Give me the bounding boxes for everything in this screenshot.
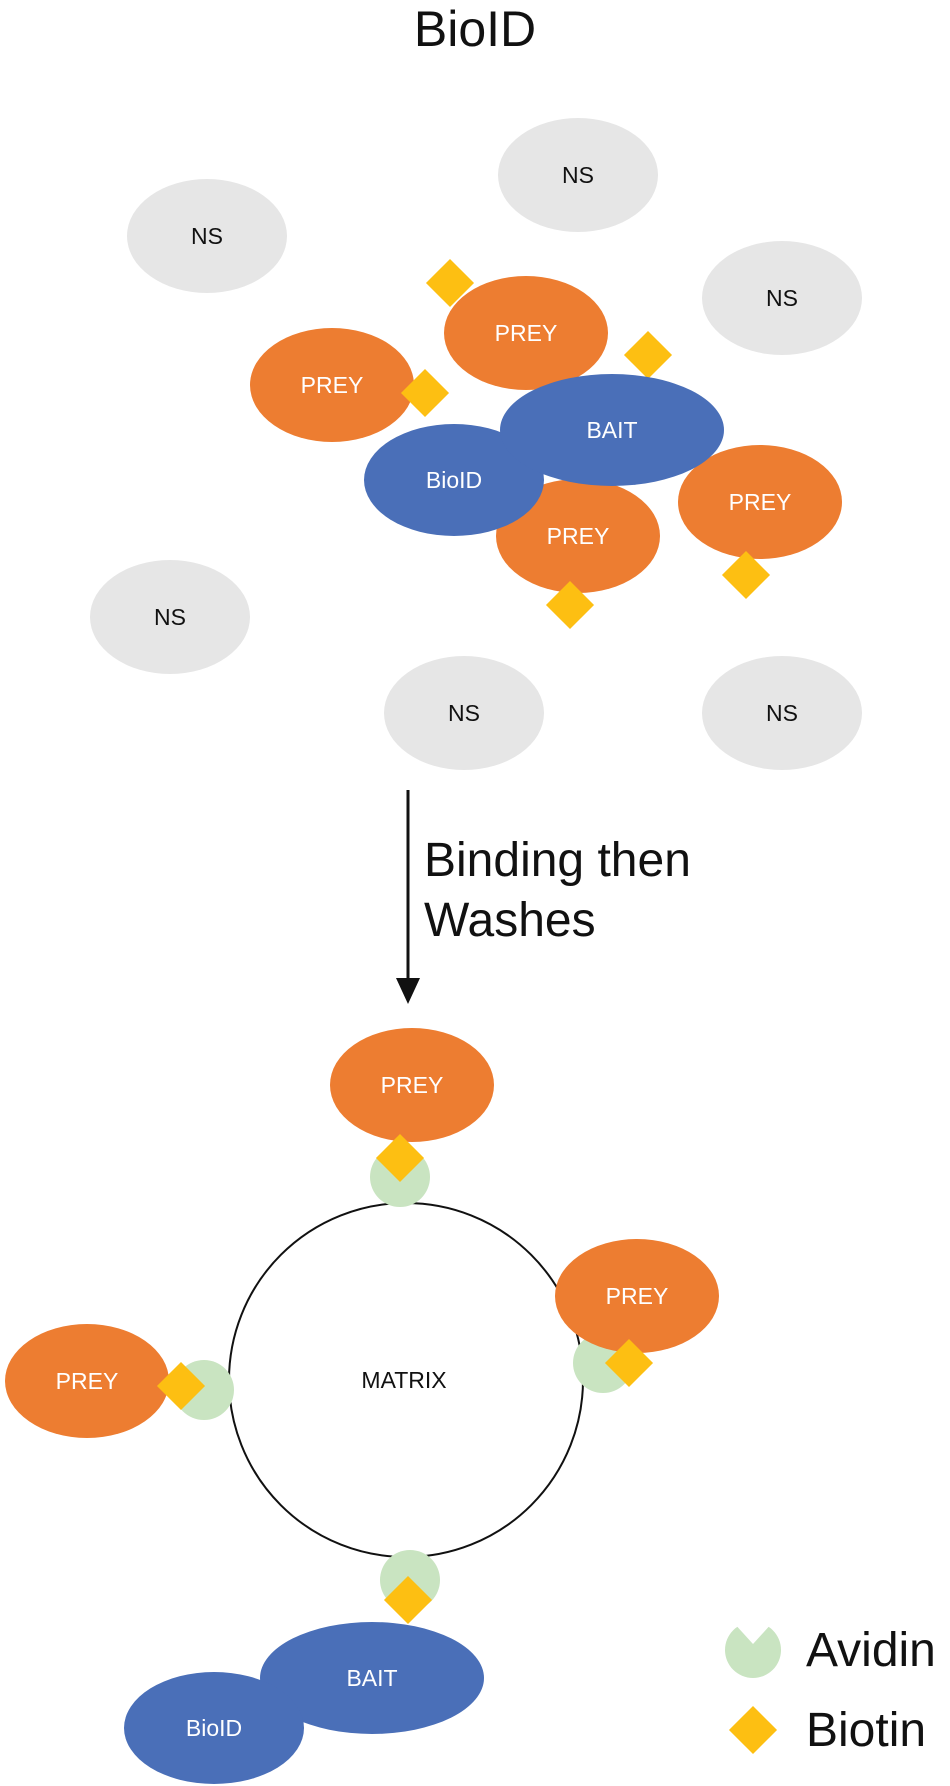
arrow-head	[396, 978, 420, 1004]
prey-protein: PREY	[555, 1239, 719, 1353]
bioid-ellipse	[124, 1672, 304, 1784]
ns-label: NS	[562, 162, 594, 188]
avidin-icon	[725, 1622, 781, 1678]
prey-label: PREY	[301, 372, 364, 398]
bait-protein: BAIT	[500, 374, 724, 486]
prey-protein: PREY	[330, 1028, 494, 1142]
ns-label: NS	[448, 700, 480, 726]
bait-ellipse	[500, 374, 724, 486]
bioid-label: BioID	[426, 467, 482, 493]
prey-ellipse	[444, 276, 608, 390]
ns-label: NS	[154, 604, 186, 630]
prey-label: PREY	[495, 320, 558, 346]
ns-protein: NS	[90, 560, 250, 674]
bioid-label: BioID	[186, 1715, 242, 1741]
biotin-diamond	[400, 368, 450, 418]
prey-ellipse	[250, 328, 414, 442]
prey-ellipse	[496, 479, 660, 593]
prey-ellipse	[330, 1028, 494, 1142]
ns-ellipse	[384, 656, 544, 770]
ns-protein: NS	[127, 179, 287, 293]
ns-ellipse	[90, 560, 250, 674]
bioid-enzyme: BioID	[124, 1672, 304, 1784]
prey-protein: PREY	[496, 479, 660, 593]
bait-label: BAIT	[586, 417, 637, 443]
bait-protein: BAIT	[260, 1622, 484, 1734]
biotin-diamond	[623, 330, 673, 380]
prey-label: PREY	[729, 489, 792, 515]
top-scene: NS NS NS NS NS NS PREY	[90, 118, 862, 770]
bait-label: BAIT	[346, 1665, 397, 1691]
biotin-icon	[728, 1705, 778, 1755]
prey-ellipse	[5, 1324, 169, 1438]
bait-ellipse	[260, 1622, 484, 1734]
ns-ellipse	[702, 241, 862, 355]
prey-label: PREY	[56, 1368, 119, 1394]
prey-protein: PREY	[678, 445, 842, 559]
legend-avidin-label: Avidin	[806, 1624, 936, 1677]
legend-biotin-label: Biotin	[806, 1704, 926, 1757]
matrix-label: MATRIX	[361, 1367, 446, 1393]
prey-protein: PREY	[5, 1324, 169, 1438]
prey-protein: PREY	[250, 328, 414, 442]
biotin-diamond	[545, 580, 595, 630]
ns-protein: NS	[702, 656, 862, 770]
process-arrow: Binding then Washes	[396, 790, 691, 1004]
bottom-scene: MATRIX PREY PREY PREY BAIT BioID	[5, 1028, 719, 1784]
legend-item-avidin: Avidin	[725, 1622, 936, 1678]
prey-label: PREY	[381, 1072, 444, 1098]
bioid-ellipse	[364, 424, 544, 536]
prey-ellipse	[555, 1239, 719, 1353]
step-label-line2: Washes	[424, 894, 596, 947]
ns-label: NS	[766, 700, 798, 726]
ns-protein: NS	[702, 241, 862, 355]
prey-label: PREY	[547, 523, 610, 549]
ns-label: NS	[766, 285, 798, 311]
ns-ellipse	[498, 118, 658, 232]
prey-protein: PREY	[444, 276, 608, 390]
bioid-enzyme: BioID	[364, 424, 544, 536]
diagram-title: BioID	[414, 1, 536, 57]
legend-item-biotin: Biotin	[728, 1704, 926, 1757]
prey-ellipse	[678, 445, 842, 559]
prey-label: PREY	[606, 1283, 669, 1309]
ns-label: NS	[191, 223, 223, 249]
ns-ellipse	[702, 656, 862, 770]
ns-protein: NS	[498, 118, 658, 232]
step-label-line1: Binding then	[424, 834, 691, 887]
ns-ellipse	[127, 179, 287, 293]
ns-protein: NS	[384, 656, 544, 770]
biotin-diamond	[721, 550, 771, 600]
legend: Avidin Biotin	[725, 1622, 936, 1757]
biotin-diamond	[425, 258, 475, 308]
